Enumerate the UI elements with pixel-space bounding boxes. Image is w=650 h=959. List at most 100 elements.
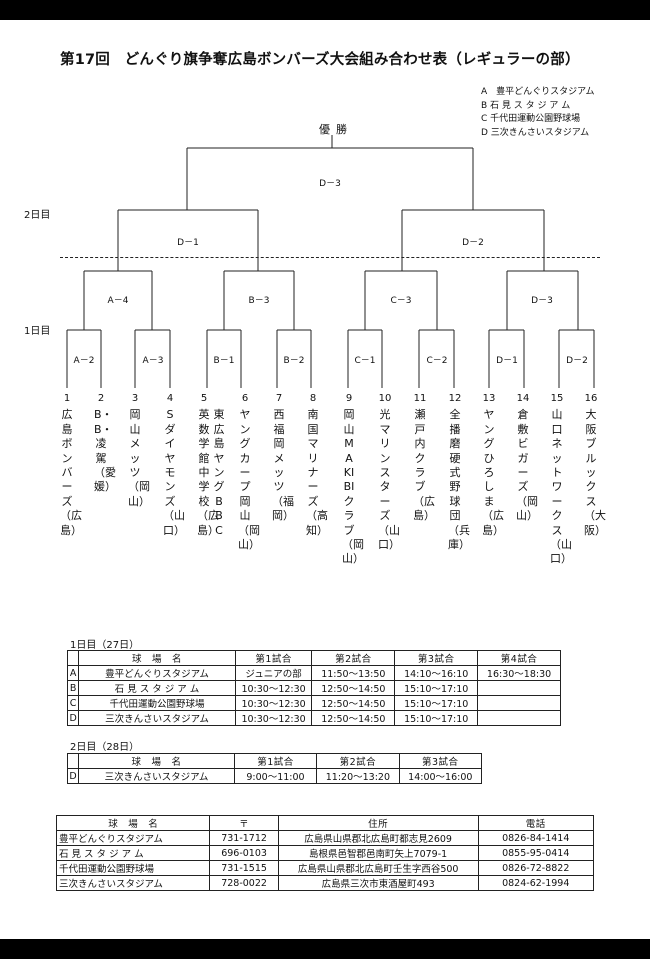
quarter-match-1: A－4 <box>107 296 129 306</box>
table-header-row: 球 場 名 第1試合 第2試合 第3試合 第4試合 <box>66 650 561 666</box>
team-number: 12 <box>448 393 462 404</box>
team-name: 西福岡メッツ <box>273 408 285 494</box>
team-region: （岡山） <box>516 494 538 523</box>
day1-label: 1日目 <box>24 326 51 337</box>
team-region: （広島） <box>413 494 435 523</box>
team-name: 光マリンスターズ <box>379 408 391 523</box>
day1-heading: 1日目（27日） <box>70 640 140 651</box>
team-region: （大阪） <box>584 509 606 537</box>
team-number: 3 <box>131 393 139 404</box>
address-cell: 広島県三次市東酒屋町493 <box>277 875 479 891</box>
team-entry: 6 ヤングカープ岡山（岡山） <box>238 392 260 552</box>
team-number: 15 <box>550 393 564 404</box>
team-region: （愛媛） <box>94 466 116 494</box>
column-header: 電話 <box>477 815 595 831</box>
column-header: 第2試合 <box>311 650 396 666</box>
venue-cell: 石 見 ス タ ジ ア ム <box>78 680 236 696</box>
venue-cell: 石 見 ス タ ジ ア ム <box>55 845 211 861</box>
venue-key-a: A 豊平どんぐりスタジアム <box>481 87 595 97</box>
team-name: 広島ボンバーズ <box>61 408 73 508</box>
table-row: 石 見 ス タ ジ ア ム 696-0103 島根県邑智郡邑南町矢上7079-1… <box>55 845 595 861</box>
r1-match-1: A－2 <box>73 356 95 366</box>
column-header: 球 場 名 <box>55 815 211 831</box>
venue-key-cell: D <box>66 768 80 784</box>
quarter-match-3: C－3 <box>390 296 412 306</box>
team-name: ヤングカープ岡山 <box>239 408 251 523</box>
team-name: 瀬戸内クラブ <box>414 408 426 494</box>
team-region: （高知） <box>306 509 328 537</box>
day1-schedule-table: 球 場 名 第1試合 第2試合 第3試合 第4試合 A 豊平どんぐりスタジアム … <box>66 650 561 726</box>
game2-cell: 11:20～13:20 <box>316 768 400 784</box>
table-row: B 石 見 ス タ ジ ア ム 10:30～12:30 12:50～14:50 … <box>66 680 561 696</box>
column-header: 第1試合 <box>233 753 318 769</box>
team-number: 2 <box>97 393 105 404</box>
game3-cell: 15:10～17:10 <box>394 695 479 711</box>
game1-cell: 9:00～11:00 <box>233 768 318 784</box>
address-cell: 島根県邑智郡邑南町矢上7079-1 <box>277 845 479 861</box>
column-header: 第3試合 <box>398 753 483 769</box>
team-name: 全播磨硬式野球団 <box>449 408 461 523</box>
game1-cell: 10:30～12:30 <box>234 680 313 696</box>
team-region: （岡山） <box>128 480 150 508</box>
semi-match-1: D－1 <box>177 238 199 248</box>
team-region: （山口） <box>163 509 185 537</box>
zip-cell: 696-0103 <box>209 845 279 861</box>
team-name: 岡山MAKIBIクラブ <box>343 408 355 537</box>
game4-cell: 16:30～18:30 <box>477 665 561 681</box>
team-name: 南国マリナーズ <box>307 408 319 508</box>
table-row: 千代田運動公園野球場 731-1515 広島県山県郡北広島町壬生字西谷500 0… <box>55 860 595 876</box>
r1-match-7: D－1 <box>496 356 518 366</box>
table-row: D 三次きんさいスタジアム 10:30～12:30 12:50～14:50 15… <box>66 710 561 726</box>
zip-cell: 728-0022 <box>209 875 279 891</box>
column-header: 球 場 名 <box>78 650 236 666</box>
team-entry: 6東広島ヤングBBC <box>212 392 226 538</box>
team-number: 14 <box>516 393 530 404</box>
game3-cell: 14:00～16:00 <box>398 768 483 784</box>
day-divider <box>60 257 600 258</box>
column-header: 球 場 名 <box>78 753 235 769</box>
venue-cell: 三次きんさいスタジアム <box>55 875 211 891</box>
team-number: 13 <box>482 393 496 404</box>
team-number: 7 <box>275 393 283 404</box>
table-header-row: 球 場 名 第1試合 第2試合 第3試合 <box>66 753 483 769</box>
venue-cell: 三次きんさいスタジアム <box>78 768 235 784</box>
column-header: 第4試合 <box>477 650 561 666</box>
team-region: （岡山） <box>238 523 260 552</box>
team-name: 倉敷ビガーズ <box>517 408 529 494</box>
column-header: 〒 <box>209 815 279 831</box>
table-row: A 豊平どんぐりスタジアム ジュニアの部 11:50～13:50 14:10～1… <box>66 665 561 681</box>
team-number: 6 <box>241 393 249 404</box>
bracket-lines <box>66 135 595 388</box>
team-region: （山口） <box>378 523 400 552</box>
team-name: 東広島ヤングBBC <box>213 408 225 537</box>
venue-cell: 豊平どんぐりスタジアム <box>78 665 236 681</box>
game3-cell: 15:10～17:10 <box>394 710 479 726</box>
venue-key-b: B 石 見 ス タ ジ ア ム <box>481 100 571 111</box>
team-name: Sダイヤモンズ <box>164 408 176 508</box>
day2-heading: 2日目（28日） <box>70 742 140 753</box>
table-header-row: 球 場 名 〒 住所 電話 <box>55 815 595 831</box>
game4-cell <box>477 695 561 711</box>
column-header: 第3試合 <box>394 650 479 666</box>
team-number: 16 <box>584 393 598 404</box>
game3-cell: 14:10～16:10 <box>394 665 479 681</box>
game4-cell <box>477 710 561 726</box>
team-number: 11 <box>413 393 427 404</box>
venue-key-cell: A <box>66 665 80 681</box>
team-entry: 14 倉敷ビガーズ（岡山） <box>516 392 538 524</box>
quarter-match-4: D－3 <box>531 296 553 306</box>
team-number: 5 <box>200 393 208 404</box>
day2-label: 2日目 <box>24 210 51 221</box>
venue-cell: 千代田運動公園野球場 <box>78 695 236 711</box>
scan-border-top <box>0 0 650 20</box>
r1-match-4: B－2 <box>283 356 305 366</box>
venue-key-cell: C <box>66 695 80 711</box>
game2-cell: 12:50～14:50 <box>311 695 396 711</box>
